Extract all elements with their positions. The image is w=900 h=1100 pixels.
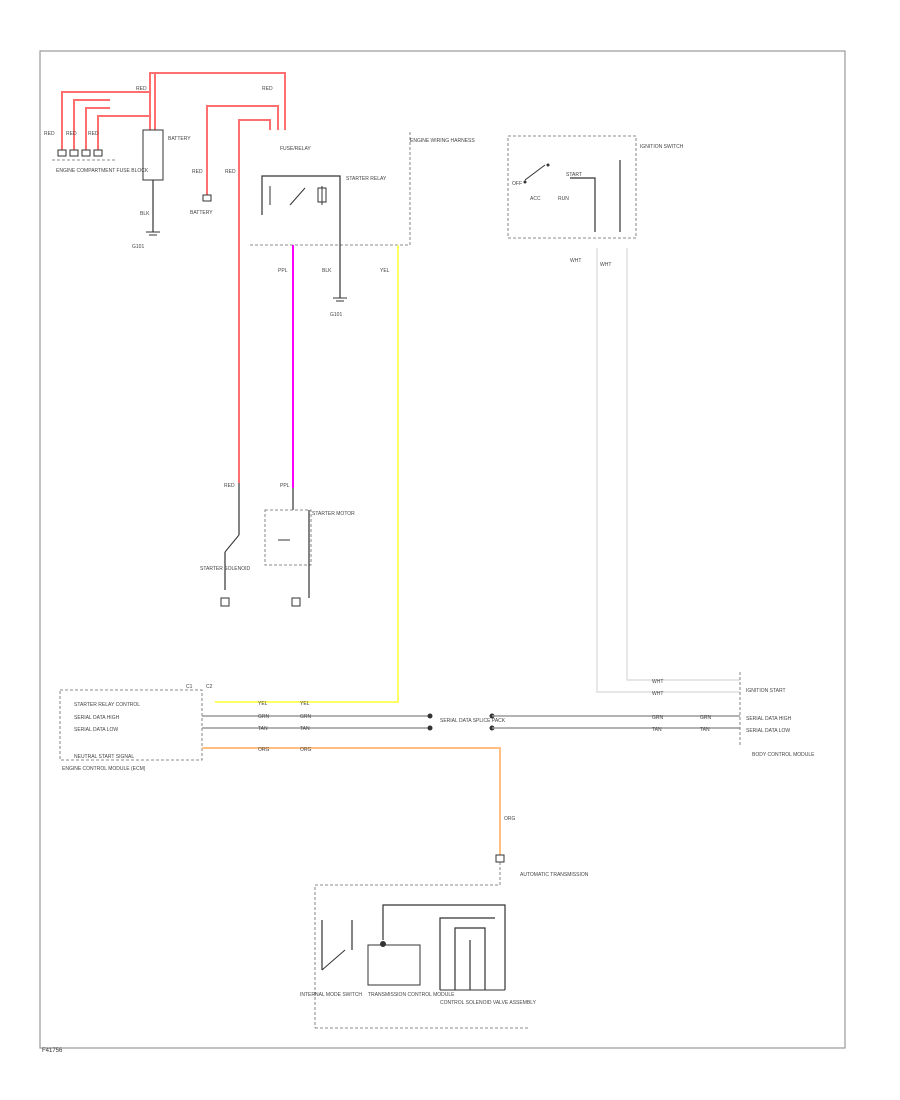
svg-text:PPL: PPL	[278, 268, 288, 274]
fuse-relay-label: FUSE/RELAY	[280, 146, 311, 152]
trans-control-label: TRANSMISSION CONTROL MODULE	[368, 992, 455, 998]
fuse-relay	[142, 129, 164, 236]
ignition-switch-label: IGNITION SWITCH	[640, 144, 684, 150]
ecm-pin-4: NEUTRAL START SIGNAL	[74, 754, 134, 760]
ecm-label: ENGINE CONTROL MODULE (ECM)	[62, 766, 146, 772]
engine-harness-label: ENGINE WIRING HARNESS	[410, 138, 475, 144]
svg-text:C1: C1	[186, 684, 193, 690]
svg-text:RED: RED	[192, 169, 203, 175]
starter-solenoid-label: STARTER SOLENOID	[200, 566, 250, 572]
svg-text:WHT: WHT	[652, 691, 663, 697]
white-wire-1	[596, 248, 740, 693]
footer-code: F41756	[42, 1048, 63, 1054]
range-switch-label: INTERNAL MODE SWITCH	[300, 992, 362, 998]
svg-text:GRN: GRN	[300, 714, 312, 720]
fuse-block-label: ENGINE COMPARTMENT FUSE BLOCK	[56, 168, 149, 174]
svg-text:WHT: WHT	[600, 262, 611, 268]
svg-text:TAN: TAN	[300, 726, 310, 732]
ecm-pin-3: SERIAL DATA LOW	[74, 727, 118, 733]
starter-motor	[264, 488, 312, 607]
svg-text:BLK: BLK	[140, 211, 150, 217]
battery-feed-wires	[61, 72, 286, 483]
svg-text:ORG: ORG	[258, 747, 270, 753]
ecm-pin-2: SERIAL DATA HIGH	[74, 715, 120, 721]
battery-label: BATTERY	[190, 210, 213, 216]
svg-text:TAN: TAN	[258, 726, 268, 732]
svg-text:START: START	[566, 172, 582, 178]
starter-relay	[250, 130, 411, 302]
svg-text:TAN: TAN	[652, 727, 662, 733]
svg-text:WHT: WHT	[652, 679, 663, 685]
svg-text:GRN: GRN	[258, 714, 270, 720]
engine-fuse-block	[52, 149, 115, 161]
starter-solenoid	[220, 483, 240, 607]
svg-text:RUN: RUN	[558, 196, 569, 202]
svg-text:RED: RED	[262, 86, 273, 92]
ignition-switch	[507, 135, 637, 239]
bcm-pin-2: SERIAL DATA HIGH	[746, 716, 792, 722]
bcm-pin-1: IGNITION START	[746, 688, 786, 694]
svg-text:RED: RED	[225, 169, 236, 175]
svg-text:YEL: YEL	[300, 701, 310, 707]
serial-data-splice	[427, 713, 740, 731]
splice-label: SERIAL DATA SPLICE PACK	[440, 718, 506, 724]
yellow-wire	[215, 245, 399, 703]
starter-motor-label: STARTER MOTOR	[312, 511, 355, 517]
svg-text:OFF: OFF	[512, 181, 522, 187]
svg-text:RED: RED	[44, 131, 55, 137]
svg-text:RED: RED	[136, 86, 147, 92]
diagram-frame	[39, 50, 846, 1049]
relay-ground-label: G101	[330, 312, 342, 318]
svg-text:ACC: ACC	[530, 196, 541, 202]
svg-text:RED: RED	[66, 131, 77, 137]
svg-text:BLK: BLK	[322, 268, 332, 274]
transmission-label: AUTOMATIC TRANSMISSION	[520, 872, 589, 878]
transmission-block	[314, 854, 530, 1029]
starter-relay-label: STARTER RELAY	[346, 176, 387, 182]
bcm-pin-3: SERIAL DATA LOW	[746, 728, 790, 734]
white-wire-2	[626, 248, 740, 681]
svg-text:YEL: YEL	[258, 701, 268, 707]
svg-text:TAN: TAN	[700, 727, 710, 733]
svg-text:YEL: YEL	[380, 268, 390, 274]
svg-text:ORG: ORG	[504, 816, 516, 822]
svg-text:GRN: GRN	[700, 715, 712, 721]
battery-terminal	[202, 194, 212, 202]
svg-text:C2: C2	[206, 684, 213, 690]
svg-text:WHT: WHT	[570, 258, 581, 264]
svg-text:PPL: PPL	[280, 483, 290, 489]
ecm-block	[59, 689, 501, 855]
ecm-pin-1: STARTER RELAY CONTROL	[74, 702, 140, 708]
svg-text:ORG: ORG	[300, 747, 312, 753]
svg-text:RED: RED	[224, 483, 235, 489]
bcm-label: BODY CONTROL MODULE	[752, 752, 815, 758]
svg-text:BATTERY: BATTERY	[168, 136, 191, 142]
ground-g101-label: G101	[132, 244, 144, 250]
svg-text:GRN: GRN	[652, 715, 664, 721]
control-solenoid-label: CONTROL SOLENOID VALVE ASSEMBLY	[440, 1000, 537, 1006]
svg-text:RED: RED	[88, 131, 99, 137]
